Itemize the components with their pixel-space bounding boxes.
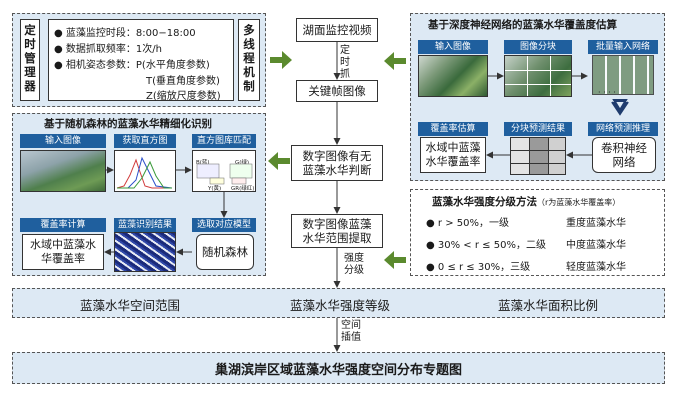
rf-match-label: 直方图库匹配 [192, 134, 256, 148]
interp-label: 空间插值 [341, 320, 361, 343]
detect-box: 数字图像有无蓝藻水华判断 [291, 145, 383, 181]
grading-panel [410, 189, 665, 276]
grade-level-2: 中度蓝藻水华 [566, 240, 626, 251]
thread-label-box [238, 19, 260, 101]
grading-title: 蓝藻水华强度分级方法（r为蓝藻水华覆盖率） [432, 196, 621, 208]
cnn-water-text: 水域中蓝藻水华覆盖率 [425, 141, 481, 168]
keyframe-box: 关键帧图像 [296, 80, 378, 102]
cnn-cover-label: 覆盖率估算 [418, 122, 488, 136]
green-arrow-rf [268, 152, 290, 170]
cnn-input-label: 输入图像 [418, 40, 488, 54]
hist-curve-red [116, 158, 172, 189]
cnn-title: 基于深度神经网络的蓝藻水华覆盖度估算 [428, 19, 617, 31]
grade-rule-1: ● r > 50%，一级 [426, 218, 509, 229]
channel-g: G(绿) [235, 160, 250, 166]
cnn-model-text: 卷积神经网络 [601, 141, 647, 169]
cnn-batch-image [592, 55, 654, 95]
thread-label: 多线程机制 [243, 23, 255, 93]
param-z: Z(缩放尺度参数) [146, 91, 221, 102]
grade-rule-2: ● 30% < r ≤ 50%，二级 [426, 240, 546, 251]
cnn-blocks-grid [510, 137, 566, 175]
green-arrow-timing [270, 51, 292, 69]
param-item-2: ● 数据抓取频率：1次/h [54, 44, 162, 55]
hist-lib-g [229, 163, 253, 179]
hist-lib-b [196, 163, 220, 179]
final-map-bar [12, 352, 665, 384]
grading-note: （r为蓝藻水华覆盖率） [537, 198, 621, 207]
rf-result-image [114, 232, 176, 272]
rf-water-text: 水域中蓝藻水华覆盖率 [30, 238, 96, 265]
cnn-water-box: 水域中蓝藻水华覆盖率 [420, 137, 486, 173]
param-t: T(垂直角度参数) [146, 76, 220, 87]
rf-model-box: 随机森林 [196, 234, 254, 270]
hist-lib-y [209, 177, 225, 185]
final-map-title: 巢湖滨岸区域蓝藻水华强度空间分布专题图 [214, 363, 462, 378]
timer-label: 定时管理器 [24, 23, 36, 93]
result-area: 蓝藻水华面积比例 [497, 298, 598, 313]
channel-gr: GR(绿红) [231, 186, 255, 192]
rf-input-image [20, 150, 106, 192]
cnn-batch-label: 批量输入网络 [588, 40, 658, 54]
cnn-predict-label: 网络预测推理 [588, 122, 658, 136]
grade-label: 强度分级 [344, 253, 364, 276]
grade-rule-3: ● 0 ≤ r ≤ 30%，三级 [426, 262, 531, 273]
rf-hist-label: 获取直方图 [114, 134, 176, 148]
rf-model-text: 随机森林 [202, 245, 248, 259]
timing-params-box [48, 19, 234, 101]
result-extent: 蓝藻水华空间范围 [79, 298, 180, 313]
rf-water-box: 水域中蓝藻水华覆盖率 [22, 234, 104, 270]
results-bar [12, 288, 665, 318]
video-text: 湖面监控视频 [302, 23, 372, 37]
channel-y: Y(黄) [208, 186, 222, 192]
cnn-model-box: 卷积神经网络 [592, 137, 656, 173]
cnn-blocks-label: 分块预测结果 [504, 122, 572, 136]
detect-text: 数字图像有无蓝藻水华判断 [302, 149, 372, 177]
cnn-down-chevron [611, 99, 629, 116]
cnn-batch-dots: · · · · [598, 88, 616, 97]
keyframe-text: 关键帧图像 [308, 84, 366, 98]
green-arrow-grading [384, 251, 406, 269]
video-box: 湖面监控视频 [296, 18, 378, 42]
rf-select-label: 选取对应模型 [192, 218, 256, 232]
param-item-3: ● 相机姿态参数：P(水平角度参数) [54, 60, 210, 71]
extract-box: 数字图像蓝藻水华范围提取 [291, 214, 383, 248]
grade-level-1: 重度蓝藻水华 [566, 218, 626, 229]
result-intensity: 蓝藻水华强度等级 [289, 298, 390, 313]
cnn-tiles-label: 图像分块 [504, 40, 572, 54]
cnn-input-image [418, 55, 488, 97]
green-arrow-cnn [384, 52, 406, 70]
channel-b: B(蓝) [196, 160, 210, 166]
hist-curve-green [117, 160, 172, 189]
param-item-1: ● 蓝藻监控时段：8:00−18:00 [54, 28, 196, 39]
rf-cover-label: 覆盖率计算 [20, 218, 106, 232]
rf-result-label: 蓝藻识别结果 [114, 218, 176, 232]
extract-text: 数字图像蓝藻水华范围提取 [302, 217, 372, 245]
rf-title: 基于随机森林的蓝藻水华精细化识别 [44, 118, 212, 130]
cnn-tiles-image [504, 55, 572, 97]
hist-lib-gr [231, 177, 247, 185]
rf-input-label: 输入图像 [20, 134, 106, 148]
timer-label-box [20, 19, 40, 101]
grade-level-3: 轻度蓝藻水华 [566, 262, 626, 273]
